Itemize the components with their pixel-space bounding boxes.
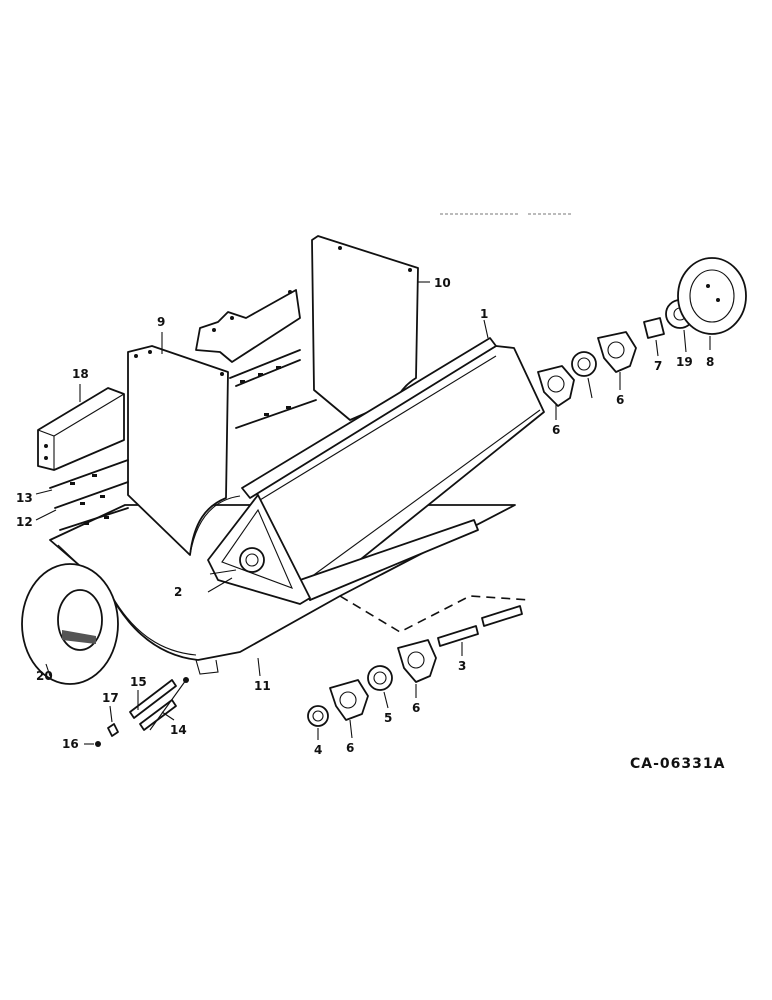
drawing-code: CA-06331A — [630, 756, 725, 772]
callout-19: 19 — [676, 355, 693, 369]
dashed-connector — [339, 595, 531, 633]
callout-6: 6 — [552, 423, 560, 437]
collar-part — [307, 705, 329, 727]
callout-6: 6 — [616, 393, 624, 407]
callout-6: 6 — [346, 741, 354, 755]
callout-18: 18 — [72, 367, 89, 381]
callout-14: 14 — [170, 723, 187, 737]
callout-17: 17 — [102, 691, 119, 705]
bushing-part — [643, 317, 665, 339]
callout-11: 11 — [254, 679, 271, 693]
bearing-parts — [367, 351, 597, 691]
strip-parts — [49, 349, 317, 531]
callout-8: 8 — [706, 355, 714, 369]
callout-15: 15 — [130, 675, 147, 689]
callout-7: 7 — [654, 359, 662, 373]
callout-2: 2 — [174, 585, 182, 599]
callout-leaders — [35, 281, 711, 745]
callout-16: 16 — [62, 737, 79, 751]
callout-9: 9 — [157, 315, 165, 329]
hardware-parts — [95, 677, 189, 747]
round-plate-part — [21, 563, 119, 685]
callout-6: 6 — [412, 701, 420, 715]
callout-13: 13 — [16, 491, 33, 505]
callout-3: 3 — [458, 659, 466, 673]
callout-5: 5 — [384, 711, 392, 725]
callout-labels: 1 2 3 4 5 6 6 6 6 7 8 9 10 11 12 13 14 1… — [16, 276, 714, 757]
callout-10: 10 — [434, 276, 451, 290]
callout-12: 12 — [16, 515, 33, 529]
housing-part — [207, 337, 545, 605]
callout-4: 4 — [314, 743, 322, 757]
callout-20: 20 — [36, 669, 53, 683]
pulley-part — [677, 257, 747, 335]
flange-parts — [329, 331, 637, 721]
board-part — [37, 387, 125, 471]
callout-1: 1 — [480, 307, 488, 321]
side-panel-part — [127, 289, 301, 556]
shaft-part — [437, 605, 523, 647]
